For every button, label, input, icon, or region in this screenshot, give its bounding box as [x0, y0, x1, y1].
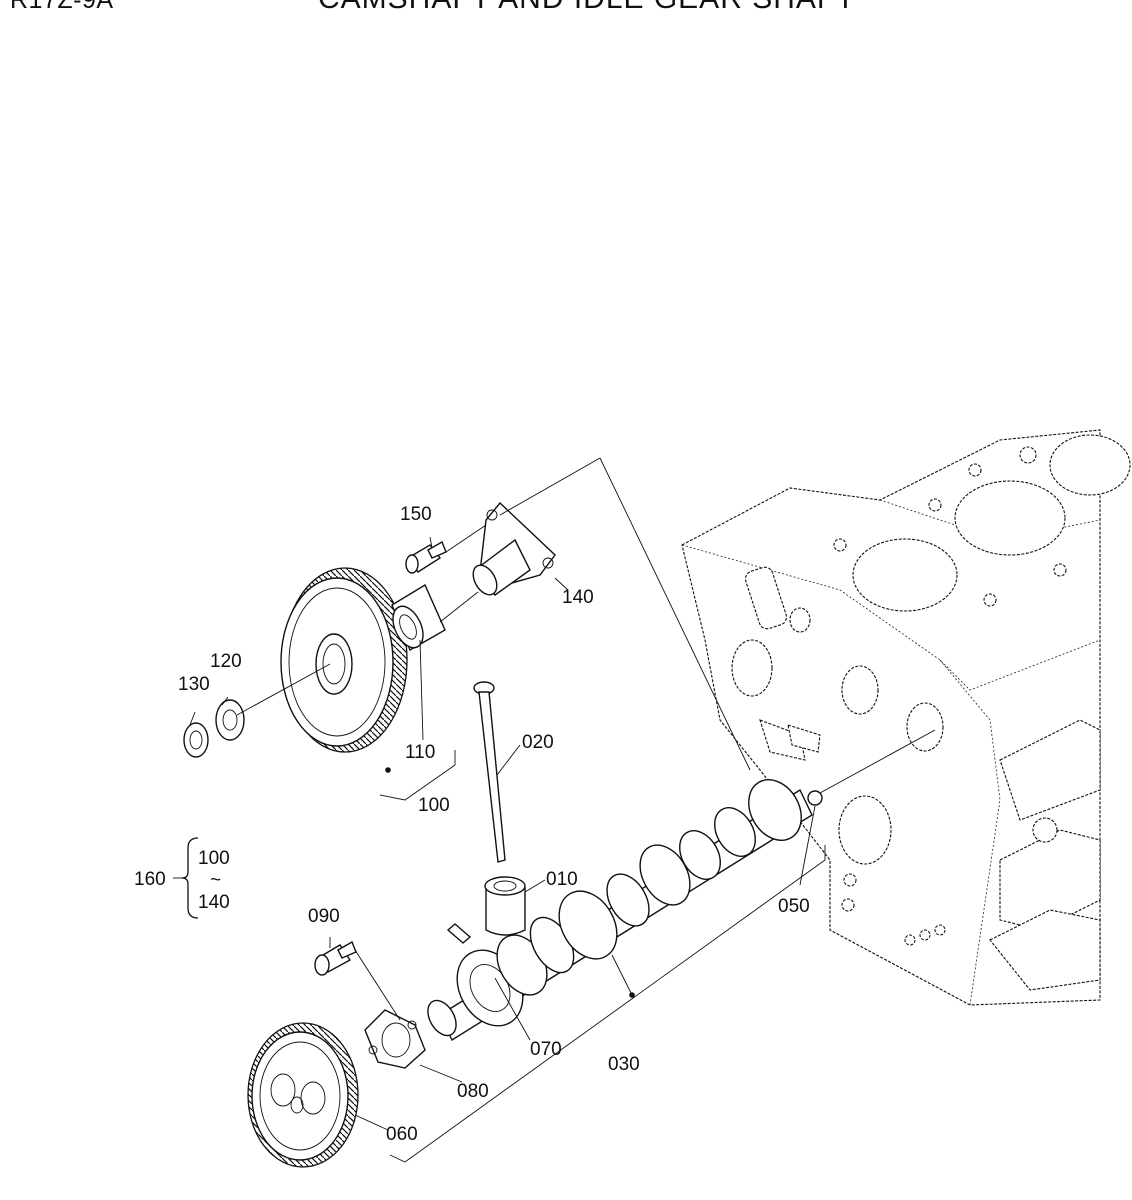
key	[446, 923, 472, 944]
callout-130: 130	[178, 674, 210, 695]
leader-lines	[189, 457, 936, 1163]
snap-ring	[183, 722, 209, 758]
callout-090: 090	[308, 906, 340, 927]
callout-020: 020	[522, 732, 554, 753]
cam-gear	[247, 1022, 359, 1168]
kit-range-start: 100	[198, 848, 230, 869]
callout-030: 030	[608, 1054, 640, 1075]
callout-060: 060	[386, 1124, 418, 1145]
bushing	[391, 583, 446, 652]
callout-120: 120	[210, 651, 242, 672]
bolt-090	[314, 940, 357, 976]
callout-160: 160	[134, 869, 166, 890]
bolt-150	[405, 540, 447, 574]
page-title: CAMSHAFT AND IDLE GEAR SHAFT	[318, 0, 856, 16]
callout-100: 100	[418, 795, 450, 816]
callout-140: 140	[562, 587, 594, 608]
thrust-washer	[215, 699, 245, 741]
engine-block	[681, 429, 1131, 1006]
kit-range-separator: ~	[210, 870, 221, 891]
callout-070: 070	[530, 1039, 562, 1060]
callout-150: 150	[400, 504, 432, 525]
camshaft	[427, 779, 813, 1042]
idle-gear	[280, 567, 408, 773]
callout-010: 010	[546, 869, 578, 890]
ball	[807, 790, 823, 806]
callout-110: 110	[405, 742, 435, 763]
callout-050: 050	[778, 896, 810, 917]
idle-gear-shaft	[472, 501, 556, 596]
callout-080: 080	[457, 1081, 489, 1102]
tappet	[484, 876, 526, 936]
kit-range-end: 140	[198, 892, 230, 913]
thrust-plate	[364, 1009, 426, 1069]
model-code: R17Z-9A	[10, 0, 114, 14]
kit-bracket	[173, 837, 199, 919]
push-rod	[473, 681, 506, 863]
